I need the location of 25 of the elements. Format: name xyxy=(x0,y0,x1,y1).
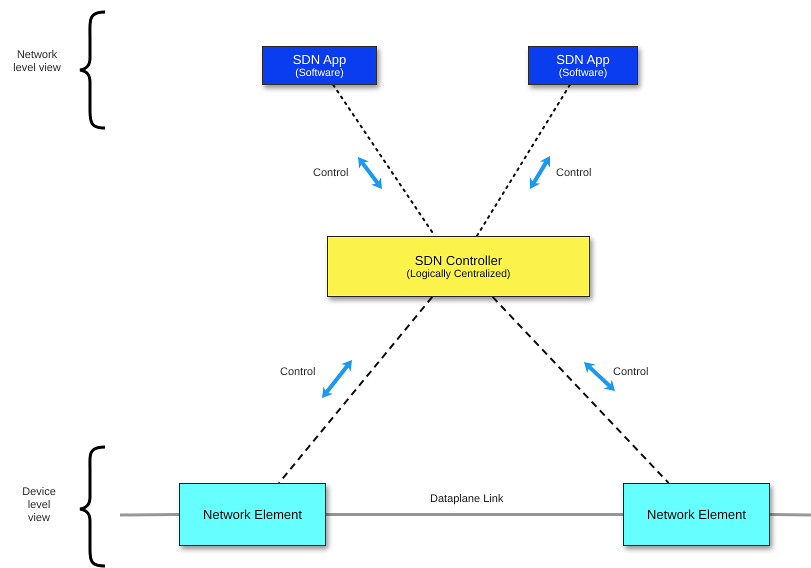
node-title: Network Element xyxy=(647,507,746,522)
node-subtitle: (Logically Centralized) xyxy=(406,268,510,280)
dashed-line xyxy=(278,296,433,484)
app-box xyxy=(528,46,638,85)
network-element-box xyxy=(623,483,770,546)
network-element-box xyxy=(179,483,326,546)
controller-box xyxy=(327,236,590,297)
node-title: SDN App xyxy=(556,52,610,67)
link-line xyxy=(120,513,180,516)
link-line xyxy=(770,513,811,516)
node-title: SDN Controller xyxy=(414,253,502,268)
app-box xyxy=(262,46,377,85)
node-subtitle: (Software) xyxy=(295,67,344,79)
view-label: Network level view xyxy=(12,49,62,75)
dashed-line xyxy=(492,296,670,484)
node-title: Network Element xyxy=(203,507,302,522)
control-label: Control xyxy=(280,366,316,379)
node-title: SDN App xyxy=(292,52,346,67)
view-label: Device level view xyxy=(21,486,57,525)
dashed-line xyxy=(476,84,571,237)
control-label: Control xyxy=(613,366,648,379)
control-label: Control xyxy=(313,167,348,180)
control-label: Control xyxy=(556,167,592,180)
link-line xyxy=(326,513,623,516)
node-subtitle: (Software) xyxy=(558,67,608,79)
